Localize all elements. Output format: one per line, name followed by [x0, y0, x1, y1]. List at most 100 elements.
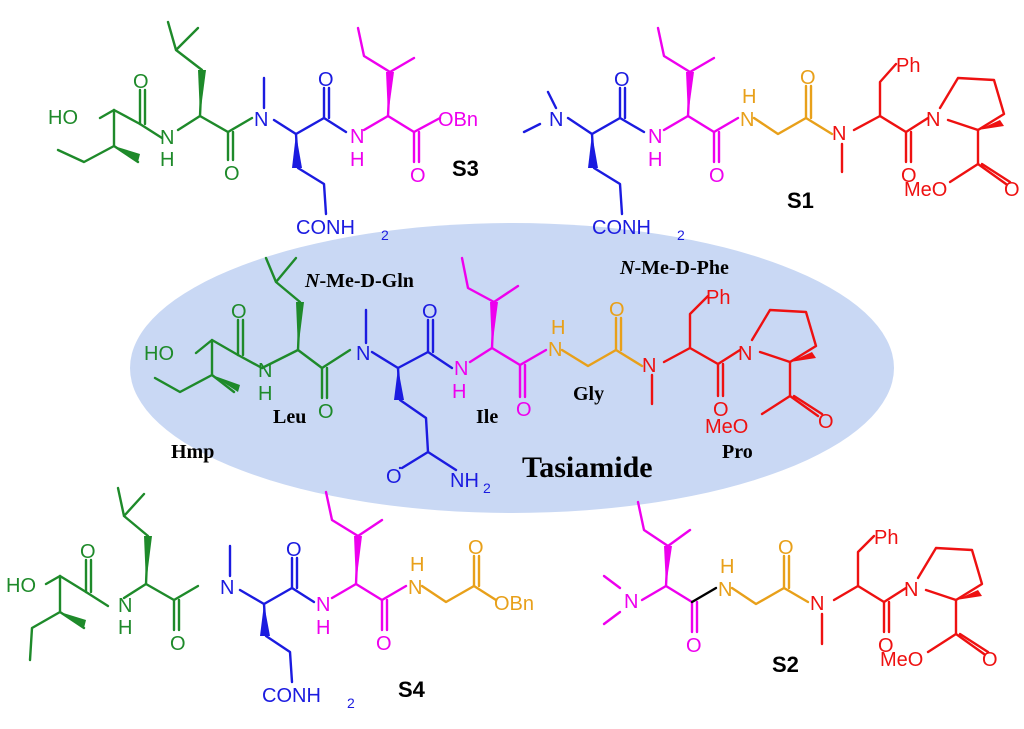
amide-h: H [452, 381, 466, 403]
carbonyl-o: O [609, 299, 625, 321]
carbonyl-o: O [318, 69, 334, 91]
carbonyl-o: O [170, 633, 186, 655]
carbonyl-o: O [614, 69, 630, 91]
conh2-label: CONH [262, 685, 321, 707]
wedge-bond [114, 146, 140, 162]
wedge-bond [978, 120, 1004, 130]
label-gly: Gly [573, 383, 604, 405]
amide-h: H [648, 149, 662, 171]
label-n-me-d-phe: N-Me-D-Phe [619, 257, 729, 279]
wedge-bond [490, 302, 498, 348]
amide-h: H [720, 556, 734, 578]
label-leu: Leu [273, 406, 306, 428]
conh2-subscript: 2 [381, 227, 389, 243]
tasiamide-structure: HO O N H O N O O NH 2 N H O [144, 256, 834, 496]
carbonyl-o: O [800, 67, 816, 89]
wedge-bond [144, 536, 152, 584]
carbonyl-o: O [713, 399, 729, 421]
carbonyl-o: O [376, 633, 392, 655]
amide-n: N [454, 358, 468, 380]
wedge-bond [296, 302, 304, 350]
wedge-bond [292, 134, 302, 168]
phenyl-label: Ph [874, 527, 898, 549]
carbonyl-o: O [231, 301, 247, 323]
hydroxyl-label: HO [48, 107, 78, 129]
carbonyl-o: O [468, 537, 484, 559]
ester-o: O [982, 649, 998, 671]
carbonyl-o: O [318, 401, 334, 423]
carbonyl-o: O [709, 165, 725, 187]
amide-n: N [718, 579, 732, 601]
dimethyl-n: N [549, 109, 563, 131]
amide-n: N [350, 126, 364, 148]
amide-h: H [742, 86, 756, 108]
n-methyl-n: N [254, 109, 268, 131]
wedge-bond [198, 70, 206, 116]
n-methyl-n: N [810, 593, 824, 615]
compound-label-s2: S2 [772, 652, 799, 677]
label-pro: Pro [722, 441, 753, 463]
ester-o: O [1004, 179, 1020, 201]
amide-h: H [160, 149, 174, 171]
wedge-bond [790, 352, 816, 362]
n-methyl-n: N [832, 123, 846, 145]
conh2-label: CONH [592, 217, 651, 239]
compound-s1-structure: N O CONH 2 N H O N H O [522, 26, 1020, 243]
amide-n: N [258, 360, 272, 382]
label-ile: Ile [476, 406, 498, 428]
amide-n: N [118, 595, 132, 617]
carbonyl-o: O [286, 539, 302, 561]
carbonyl-o: O [133, 71, 149, 93]
wedge-bond [686, 72, 694, 116]
carbonyl-o: O [686, 635, 702, 657]
dimethyl-n: N [624, 591, 638, 613]
conh2-subscript: 2 [347, 695, 355, 711]
compound-s2-structure: N O N H O N Ph O N O MeO S2 [602, 500, 998, 677]
methoxy-label: MeO [904, 179, 947, 201]
methoxy-label: MeO [880, 649, 923, 671]
benzyl-ester-label: OBn [494, 593, 534, 615]
compound-label-s4: S4 [398, 677, 426, 702]
amide-o: O [386, 466, 402, 488]
wedge-bond [212, 375, 240, 392]
amide-n: N [648, 126, 662, 148]
wedge-bond [260, 604, 270, 636]
compound-s4-structure: HO O N H O N O CONH 2 N H O [6, 486, 534, 711]
compound-label-s3: S3 [452, 156, 479, 181]
amide-h: H [551, 317, 565, 339]
carbonyl-o: O [778, 537, 794, 559]
conh2-label: CONH [296, 217, 355, 239]
methoxy-label: MeO [705, 416, 748, 438]
amide-n: N [740, 109, 754, 131]
benzyl-ester-label: OBn [438, 109, 478, 131]
proline-n: N [738, 343, 752, 365]
wedge-bond [394, 368, 404, 400]
label-n-me-d-gln: N-Me-D-Gln [304, 270, 414, 292]
carbonyl-o: O [410, 165, 426, 187]
carbonyl-o: O [224, 163, 240, 185]
carbonyl-o: O [422, 301, 438, 323]
carbonyl-o: O [901, 165, 917, 187]
hydroxyl-label: HO [144, 343, 174, 365]
wedge-bond [386, 72, 394, 116]
label-hmp: Hmp [171, 441, 214, 463]
phenyl-label: Ph [706, 287, 730, 309]
amide-h: H [118, 617, 132, 639]
carbonyl-o: O [516, 399, 532, 421]
carbonyl-o: O [80, 541, 96, 563]
amide-h: H [258, 383, 272, 405]
wedge-bond [588, 134, 598, 168]
amide-n: N [548, 339, 562, 361]
highlight-ellipse [130, 223, 894, 513]
nh2-label: NH [450, 470, 479, 492]
hydroxyl-label: HO [6, 575, 36, 597]
proline-n: N [926, 109, 940, 131]
n-methyl-n: N [220, 577, 234, 599]
amide-n: N [160, 127, 174, 149]
n-methyl-n: N [356, 343, 370, 365]
nh2-subscript: 2 [483, 480, 491, 496]
amide-h: H [410, 554, 424, 576]
compound-s3-structure: HO O N H O N O CONH 2 N H O OBn S3 [48, 20, 479, 243]
conh2-subscript: 2 [677, 227, 685, 243]
